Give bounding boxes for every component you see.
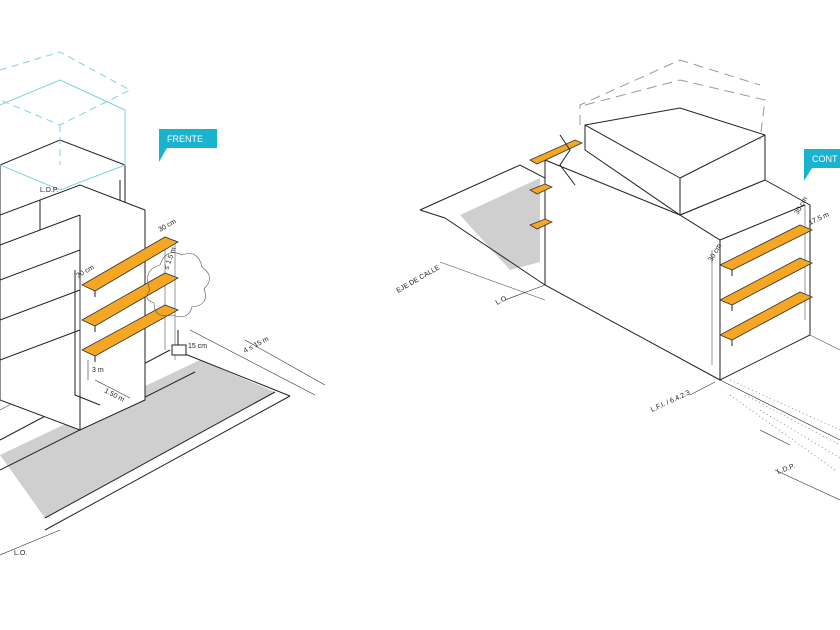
left-dim-small: 15 cm (188, 343, 207, 350)
left-lo-label: L.O. (14, 550, 27, 557)
cont-tag: CONT (804, 149, 840, 181)
left-balcony-1 (81, 236, 179, 292)
right-balcony-2 (719, 257, 813, 306)
right-upper-balcony-2 (529, 183, 553, 195)
left-dim-side: ≤ 1.5 m (163, 246, 178, 270)
left-balcony-3 (81, 304, 179, 357)
left-drawing: L.D.P. L.O. 30 cm 30 cm 4 ≤ 15 m 1.50 m … (0, 51, 326, 557)
left-street-band (0, 360, 275, 518)
frente-tag: FRENTE (159, 129, 217, 162)
right-upper-balcony-3 (529, 218, 553, 230)
right-upper-balcony-1 (529, 139, 583, 165)
cont-tag-text: CONT (812, 154, 838, 164)
right-eje-label: EJE DE CALLE (396, 264, 442, 295)
left-ldp-label: L.D.P. (40, 187, 59, 194)
left-tree-sketch (146, 252, 210, 318)
right-envelope (584, 79, 766, 141)
left-main-mass (0, 184, 146, 431)
left-balcony-2 (81, 272, 179, 327)
right-balcony-1 (719, 224, 813, 271)
right-lo-label: L.O. (495, 294, 510, 306)
left-envelope (0, 79, 126, 191)
right-street-band (460, 178, 540, 270)
left-dim-30cm-b: 30 cm (158, 218, 178, 234)
right-lfi-label: L.F.I. / 6.4.2.3 (650, 389, 691, 413)
right-drawing: EJE DE CALLE L.O. L.F.I. / 6.4.2.3 L.D.P… (396, 59, 840, 501)
right-dim-175: 17.5 m (808, 211, 831, 226)
left-dim-3m: 3 m (92, 367, 104, 374)
right-top-block (584, 107, 766, 216)
right-ldp-label: L.D.P. (776, 463, 796, 476)
frente-tag-text: FRENTE (167, 134, 203, 144)
right-balcony-3 (719, 291, 813, 341)
